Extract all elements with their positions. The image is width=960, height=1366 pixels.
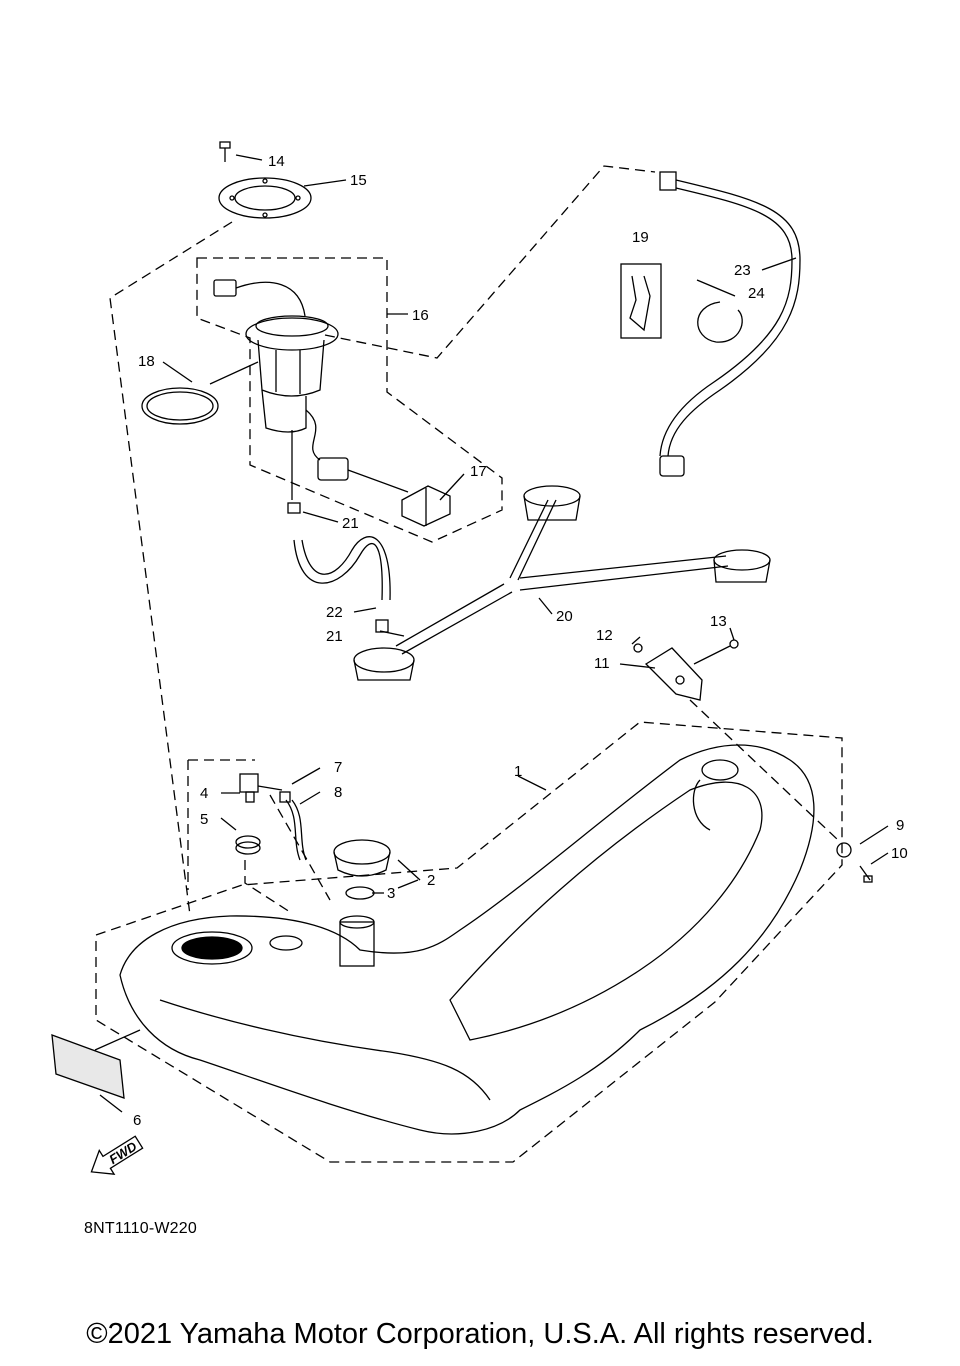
retaining-ring-15 bbox=[218, 177, 312, 219]
callout-5: 5 bbox=[200, 811, 208, 828]
callout-15: 15 bbox=[350, 172, 367, 189]
hose-23 bbox=[659, 171, 801, 477]
grommet-5 bbox=[235, 835, 261, 855]
callout-19: 19 bbox=[632, 229, 649, 246]
valve-4 bbox=[239, 773, 283, 803]
sub-tank-pipes-20 bbox=[353, 485, 771, 681]
connector-17 bbox=[401, 485, 451, 527]
bracket-11 bbox=[644, 647, 703, 701]
sender-19 bbox=[620, 263, 662, 339]
callout-24: 24 bbox=[748, 285, 765, 302]
bolt-10 bbox=[859, 865, 873, 883]
callout-10: 10 bbox=[891, 845, 908, 862]
callout-12: 12 bbox=[596, 627, 613, 644]
dash-groups bbox=[95, 165, 843, 1163]
callout-16: 16 bbox=[412, 307, 429, 324]
bolt-12 bbox=[633, 643, 643, 653]
callout-3: 3 bbox=[387, 885, 395, 902]
callout-4: 4 bbox=[200, 785, 208, 802]
fuel-tank-1 bbox=[119, 744, 815, 1135]
callout-8: 8 bbox=[334, 784, 342, 801]
callout-20: 20 bbox=[556, 608, 573, 625]
hose-8 bbox=[279, 791, 307, 861]
callout-2: 2 bbox=[427, 872, 435, 889]
bolt-13 bbox=[693, 639, 739, 665]
callout-1: 1 bbox=[514, 763, 522, 780]
damper-9 bbox=[836, 842, 852, 858]
fuel-pump-assembly bbox=[213, 279, 409, 500]
callout-9: 9 bbox=[896, 817, 904, 834]
fwd-arrow-icon: FWD bbox=[90, 1135, 144, 1175]
bolt-14 bbox=[219, 141, 231, 162]
o-ring-18 bbox=[141, 387, 219, 425]
callout-11: 11 bbox=[594, 655, 610, 672]
callout-17: 17 bbox=[470, 463, 487, 480]
callout-7: 7 bbox=[334, 759, 342, 776]
clip-24 bbox=[697, 301, 743, 343]
leader-lines bbox=[94, 154, 889, 1113]
callout-13: 13 bbox=[710, 613, 727, 630]
callout-23: 23 bbox=[734, 262, 751, 279]
callout-21b: 21 bbox=[326, 628, 343, 645]
callouts: 1 2 3 4 5 6 7 8 9 10 11 12 13 14 15 16 1… bbox=[133, 153, 908, 1129]
label-sticker-6 bbox=[51, 1034, 125, 1099]
callout-14: 14 bbox=[268, 153, 285, 170]
fuel-cap-2 bbox=[333, 839, 391, 877]
callout-6: 6 bbox=[133, 1112, 141, 1129]
gasket-3 bbox=[345, 886, 375, 900]
hose-22 bbox=[287, 502, 391, 633]
diagram-code: 8NT1110-W220 bbox=[84, 1220, 197, 1237]
callout-22: 22 bbox=[326, 604, 343, 621]
copyright-notice: ©2021 Yamaha Motor Corporation, U.S.A. A… bbox=[86, 1318, 874, 1350]
callout-18: 18 bbox=[138, 353, 155, 370]
callout-21a: 21 bbox=[342, 515, 359, 532]
